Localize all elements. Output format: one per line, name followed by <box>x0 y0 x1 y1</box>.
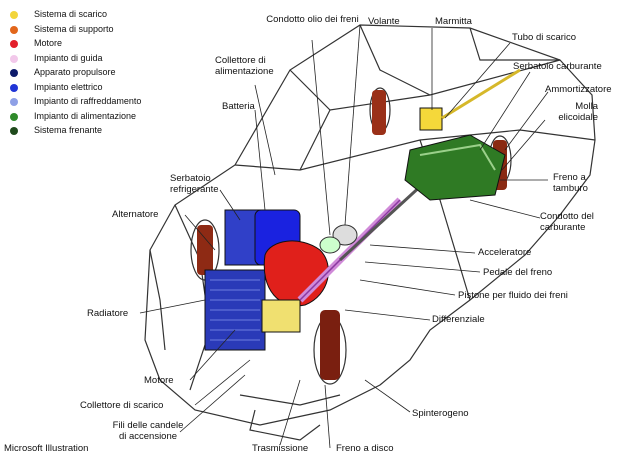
label-tubo-scarico: Tubo di scarico <box>512 32 576 43</box>
muffler <box>420 70 520 130</box>
legend-swatch <box>10 69 18 77</box>
radiator-block <box>205 270 265 350</box>
label-freno-disco: Freno a disco <box>336 443 394 454</box>
legend-swatch <box>10 113 18 121</box>
legend-item: Impianto di raffreddamento <box>6 95 206 110</box>
label-freno-tamburo: Freno a tamburo <box>553 172 613 194</box>
legend-label: Motore <box>34 37 62 50</box>
legend-label: Apparato propulsore <box>34 66 116 79</box>
label-pedale-freno: Pedale del freno <box>483 267 552 278</box>
label-serbatoio-carburante: Serbatoio carburante <box>513 61 602 72</box>
credit-text: Microsoft Illustration <box>4 443 88 454</box>
legend-swatch <box>10 11 18 19</box>
label-volante: Volante <box>368 16 400 27</box>
legend-swatch <box>10 40 18 48</box>
label-acceleratore: Acceleratore <box>478 247 531 258</box>
legend-item: Impianto elettrico <box>6 81 206 96</box>
legend-label: Impianto elettrico <box>34 81 103 94</box>
label-marmitta: Marmitta <box>435 16 472 27</box>
label-differenziale: Differenziale <box>432 314 485 325</box>
label-fili-candele: Fili delle candele di accensione <box>108 420 188 442</box>
legend-swatch <box>10 26 18 34</box>
label-batteria: Batteria <box>222 101 255 112</box>
label-molla-elicoidale: Molla elicoidale <box>543 101 598 123</box>
legend-item: Sistema frenante <box>6 124 206 139</box>
legend-swatch <box>10 98 18 106</box>
label-radiatore: Radiatore <box>87 308 128 319</box>
label-trasmissione: Trasmissione <box>252 443 308 454</box>
legend-item: Motore <box>6 37 206 52</box>
legend-swatch <box>10 84 18 92</box>
legend-item: Impianto di guida <box>6 52 206 67</box>
label-serbatoio-refrigerante: Serbatoio refrigerante <box>170 173 240 195</box>
label-alternatore: Alternatore <box>112 209 158 220</box>
legend-label: Impianto di raffreddamento <box>34 95 141 108</box>
fuel-tank <box>405 135 505 200</box>
legend-label: Sistema di supporto <box>34 23 114 36</box>
label-ammortizzatore: Ammortizzatore <box>545 84 612 95</box>
legend-item: Sistema di supporto <box>6 23 206 38</box>
legend-item: Impianto di alimentazione <box>6 110 206 125</box>
legend-label: Impianto di alimentazione <box>34 110 136 123</box>
label-spinterogeno: Spinterogeno <box>412 408 469 419</box>
legend-swatch <box>10 55 18 63</box>
legend: Sistema di scarico Sistema di supporto M… <box>6 8 206 139</box>
legend-label: Impianto di guida <box>34 52 103 65</box>
label-condotto-olio: Condotto olio dei freni <box>255 14 370 25</box>
label-pistone-fluido: Pistone per fluido dei freni <box>458 290 568 301</box>
legend-item: Apparato propulsore <box>6 66 206 81</box>
legend-label: Sistema di scarico <box>34 8 107 21</box>
legend-item: Sistema di scarico <box>6 8 206 23</box>
legend-label: Sistema frenante <box>34 124 102 137</box>
legend-swatch <box>10 127 18 135</box>
label-motore: Motore <box>144 375 174 386</box>
label-collettore-scarico: Collettore di scarico <box>80 400 163 411</box>
label-collettore-alimentazione: Collettore di alimentazione <box>215 55 290 77</box>
label-condotto-carburante: Condotto del carburante <box>540 211 610 233</box>
